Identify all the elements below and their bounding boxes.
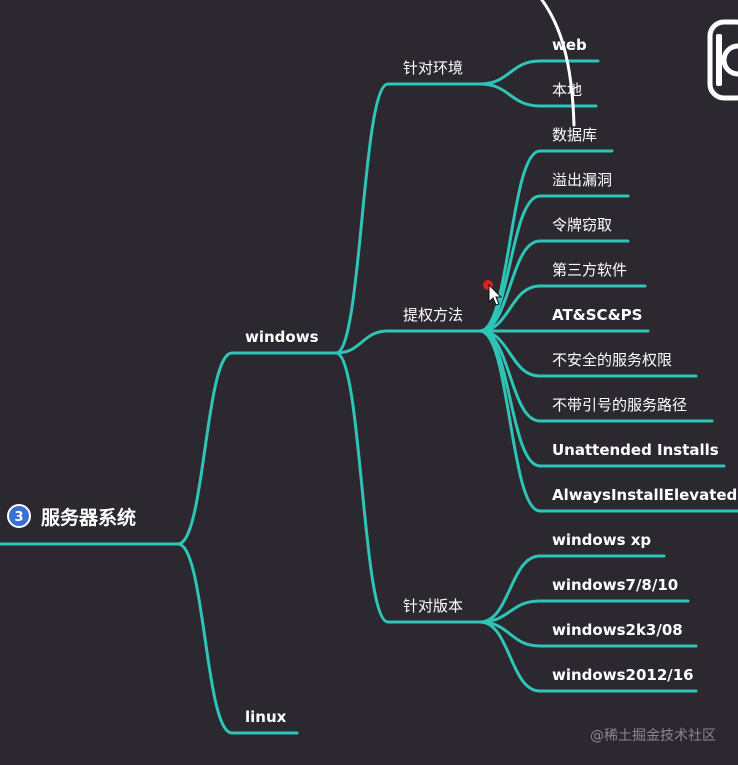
leaf-database[interactable]: 数据库 [552,126,597,144]
leaf-overflow[interactable]: 溢出漏洞 [552,171,612,189]
connector-leaf [478,239,630,333]
connector-versions [334,351,482,624]
leaf-win2012[interactable]: windows2012/16 [552,666,694,684]
connector-leaf [478,329,738,513]
leaf-winxp[interactable]: windows xp [552,531,651,549]
leaf-token-theft[interactable]: 令牌窃取 [552,216,612,234]
leaf-at-sc-ps[interactable]: AT&SC&PS [552,306,642,324]
connector-leaf [478,554,666,624]
leaf-insecure-service[interactable]: 不安全的服务权限 [552,351,672,369]
root-node[interactable]: 3 服务器系统 [7,504,136,529]
connector-methods [334,329,482,355]
connector-leaf [478,599,690,624]
node-env[interactable]: 针对环境 [403,59,463,77]
connector-linux [176,542,299,735]
root-label: 服务器系统 [41,506,136,529]
annotation-stroke [540,0,576,127]
watermark: @稀土掘金技术社区 [590,728,716,744]
node-versions[interactable]: 针对版本 [403,597,463,615]
root-badge-number: 3 [14,510,23,525]
connector-windows [176,351,338,546]
leaf-win7[interactable]: windows7/8/10 [552,576,678,594]
leaf-third-party[interactable]: 第三方软件 [552,261,627,279]
mouse-cursor-icon [483,280,503,306]
root-badge [7,504,31,528]
connector-env [334,82,482,355]
connector-leaf [478,82,598,108]
connector-leaf [478,620,698,693]
app-icon [707,19,738,101]
connector-lines [0,59,738,735]
node-windows[interactable]: windows [245,328,319,346]
connector-leaf [478,59,600,86]
leaf-web[interactable]: web [552,36,587,54]
leaf-unattended[interactable]: Unattended Installs [552,441,719,459]
leaf-local[interactable]: 本地 [552,81,582,99]
leaf-always-install[interactable]: AlwaysInstallElevated [552,486,737,504]
connector-leaf [478,194,630,333]
connector-leaf [478,284,647,333]
leaf-unquoted-path[interactable]: 不带引号的服务路径 [552,396,687,414]
node-methods[interactable]: 提权方法 [403,306,463,324]
node-linux[interactable]: linux [245,708,287,726]
leaf-win2k3[interactable]: windows2k3/08 [552,621,683,639]
